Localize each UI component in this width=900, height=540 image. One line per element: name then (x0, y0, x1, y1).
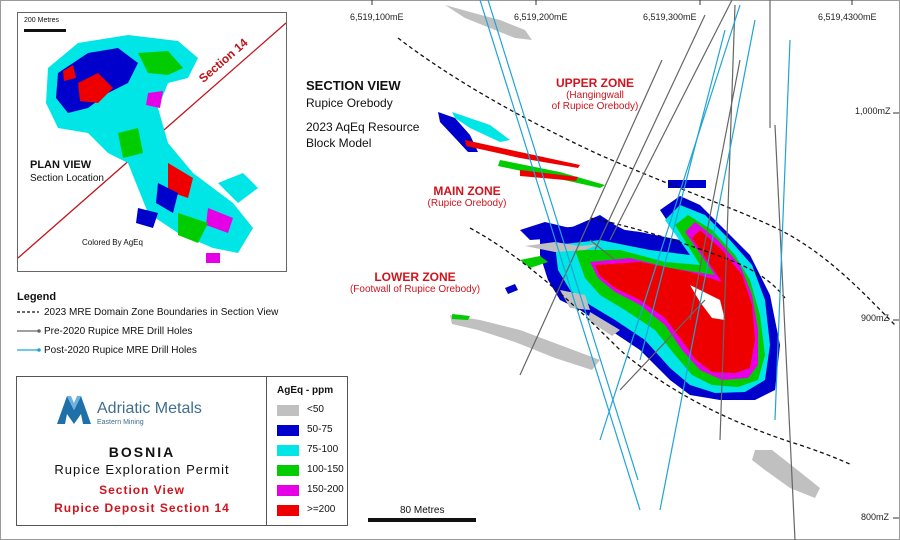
scale-bar-label: 80 Metres (400, 505, 445, 516)
easting-label: 6,519,300mE (643, 12, 697, 22)
ageq-label: 100-150 (307, 464, 344, 475)
grey-block-top (445, 5, 532, 40)
main-zone-sub: (Rupice Orebody) (427, 198, 507, 209)
ageq-label: <50 (307, 404, 324, 415)
ageq-swatch (277, 505, 299, 516)
section-title: SECTION VIEW (306, 78, 401, 93)
ageq-swatch (277, 465, 299, 476)
ageq-title: AgEq - ppm (277, 385, 334, 396)
ageq-label: >=200 (307, 504, 336, 515)
easting-label: 6,519,4300mE (818, 12, 877, 22)
lower-zone-blocks (450, 315, 600, 370)
easting-label: 6,519,200mE (514, 12, 568, 22)
plan-view-sub: Section Location (30, 173, 104, 184)
section-subtitle: Block Model (306, 136, 372, 150)
ageq-label: 150-200 (307, 484, 344, 495)
ageq-swatch (277, 425, 299, 436)
post2020-drill-holes (479, 0, 791, 511)
company-logo-icon (57, 396, 91, 424)
ageq-label: 75-100 (307, 444, 339, 455)
company-name: Adriatic Metals (97, 400, 202, 417)
main-zone-label: MAIN ZONE (Rupice Orebody) (412, 184, 522, 209)
lower-zone-title: LOWER ZONE (374, 270, 456, 284)
elevation-label: 800mZ (861, 512, 890, 522)
ageq-label: 50-75 (307, 424, 333, 435)
permit: Rupice Exploration Permit (54, 462, 230, 477)
plan-view-inset: 200 Metres Section 14 PLAN VIEW Section … (17, 12, 287, 272)
elevation-label: 1,000mZ (855, 106, 891, 116)
legend-item: Pre-2020 Rupice MRE Drill Holes (44, 326, 193, 337)
domain-boundaries (397, 37, 896, 466)
ageq-swatch (277, 485, 299, 496)
upper-zone-title: UPPER ZONE (555, 76, 634, 90)
title-box: Adriatic Metals Eastern Mining BOSNIA Ru… (16, 376, 268, 526)
lower-zone-label: LOWER ZONE (Footwall of Rupice Orebody) (340, 270, 490, 295)
plan-view-title: PLAN VIEW (30, 159, 92, 171)
ageq-swatch (277, 445, 299, 456)
grey-block-bottom (752, 450, 820, 498)
main-zone-title: MAIN ZONE (433, 184, 501, 198)
section-subtitle: 2023 AqEq Resource (306, 120, 420, 134)
upper-zone-sub: of Rupice Orebody) (551, 101, 639, 112)
ageq-legend: AgEq - ppm <50 50-75 75-100 100-150 150-… (266, 376, 348, 526)
scale-bar (368, 518, 476, 522)
legend-item: Post-2020 Rupice MRE Drill Holes (44, 345, 197, 356)
colored-by-label: Colored By AgEq (82, 238, 143, 247)
plan-blocks (46, 35, 258, 263)
country: BOSNIA (108, 444, 176, 460)
easting-label: 6,519,100mE (350, 12, 404, 22)
view-label: Section View (99, 483, 185, 497)
plan-view-map (18, 22, 286, 263)
upper-zone-sub: (Hangingwall (566, 90, 624, 101)
company-sub: Eastern Mining (97, 419, 144, 426)
pre2020-drill-holes (519, 0, 796, 540)
ageq-swatch (277, 405, 299, 416)
upper-zone-label: UPPER ZONE (Hangingwall of Rupice Orebod… (540, 76, 650, 112)
lower-zone-sub: (Footwall of Rupice Orebody) (349, 284, 481, 295)
section-subtitle: Rupice Orebody (306, 96, 393, 110)
legend-symbols (17, 311, 41, 352)
elevation-label: 900mZ (861, 313, 890, 323)
legend-item: 2023 MRE Domain Zone Boundaries in Secti… (44, 307, 279, 318)
inset-scale-label: 200 Metres (24, 17, 60, 24)
high-grade-core (595, 230, 755, 373)
deposit-label: Rupice Deposit Section 14 (54, 501, 230, 515)
legend-title: Legend (17, 291, 57, 303)
